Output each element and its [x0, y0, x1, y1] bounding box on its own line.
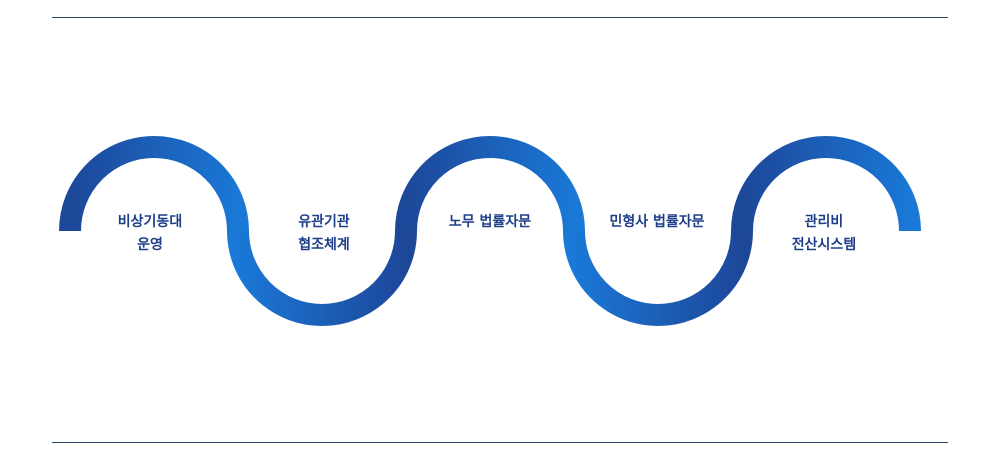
- step-label-2-line2: 협조체계: [298, 237, 350, 253]
- step-label-3-line1: 노무 법률자문: [448, 214, 532, 230]
- step-label-1: 비상기동대 운영: [75, 211, 225, 257]
- step-label-4-line1: 민형사 법률자문: [609, 214, 705, 230]
- arc-step-3: [395, 136, 585, 232]
- arc-step-5: [731, 136, 921, 232]
- bottom-divider: [52, 442, 948, 443]
- step-label-2: 유관기관 협조체계: [249, 211, 399, 257]
- step-label-5: 관리비 전산시스템: [749, 211, 899, 257]
- step-label-5-line1: 관리비: [804, 214, 844, 230]
- step-label-4: 민형사 법률자문: [582, 211, 732, 234]
- step-label-3: 노무 법률자문: [415, 211, 565, 234]
- step-label-1-line1: 비상기동대: [117, 214, 183, 230]
- arc-step-2: [227, 230, 417, 326]
- arc-step-4: [563, 230, 753, 326]
- arc-step-1: [59, 136, 249, 232]
- step-label-1-line2: 운영: [137, 237, 163, 253]
- step-label-5-line2: 전산시스템: [791, 237, 857, 253]
- step-label-2-line1: 유관기관: [298, 214, 350, 230]
- top-divider: [52, 17, 948, 18]
